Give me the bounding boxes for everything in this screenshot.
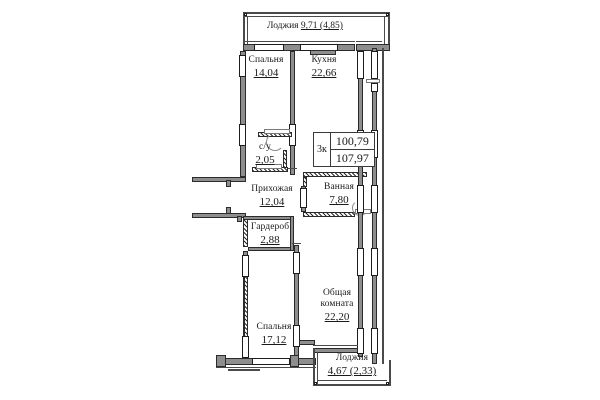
- wc-door-swing-arc: [266, 133, 284, 151]
- left-stub-node-lower-2: [237, 216, 242, 222]
- bedroom-1-label: Спальня 14,04: [240, 55, 292, 80]
- window-bedroom2-upper: [241, 255, 249, 277]
- apartment-area-with-loggia: 107,97: [335, 151, 369, 166]
- window-right-inner-1: [356, 51, 364, 79]
- living-room-name-line2: комната: [320, 299, 354, 310]
- loggia-top-outer-wall-inner: [243, 16, 390, 17]
- door-opening-bedroom2: [292, 325, 300, 347]
- wc-label: с/у 2,05: [248, 142, 282, 167]
- loggia-bottom-left-wall-inner: [317, 352, 318, 384]
- window-right-outer-4: [370, 248, 378, 276]
- right-exterior-wall-outer-edge: [382, 48, 384, 364]
- left-exterior-wall-upper: [240, 51, 246, 177]
- window-bedroom2-lower: [241, 336, 249, 358]
- left-stub-wall-upper: [192, 177, 246, 182]
- window-right-inner-4: [356, 248, 364, 276]
- bathroom-bottom-partition: [303, 212, 355, 217]
- window-right-outer-1b: [370, 83, 378, 92]
- loggia-top-left-wall: [243, 12, 245, 48]
- bathroom-label: Ванная 7,80: [313, 182, 365, 207]
- right-wall-door-leaf: [366, 79, 380, 83]
- apartment-areas: 100,79 107,97: [330, 133, 374, 166]
- window-bedroom1-left: [238, 55, 246, 77]
- door-opening-living-room: [292, 252, 300, 274]
- door-opening-bathroom: [299, 188, 307, 208]
- bedroom-2-area: 17,12: [261, 334, 287, 347]
- apartment-info-box: 3к 100,79 107,97: [313, 132, 375, 168]
- loggia-top-name: Лоджия: [267, 21, 299, 31]
- partition-bedroom1-kitchen-tick: [288, 168, 297, 169]
- bathroom-top-partition: [303, 172, 367, 177]
- kitchen-area: 22,66: [311, 67, 337, 80]
- kitchen-name: Кухня: [311, 55, 337, 65]
- wc-right-partition: [283, 150, 287, 168]
- loggia-top-label: Лоджия 9,71 (4,85): [267, 21, 343, 31]
- hallway-name: Прихожая: [251, 184, 293, 194]
- wc-area: 2,05: [255, 154, 275, 167]
- hallway-area: 12,04: [259, 196, 285, 209]
- door-opening-wc-corridor: [238, 124, 246, 146]
- left-stub-wall-lower: [192, 213, 246, 218]
- apartment-area-total: 100,79: [330, 133, 374, 151]
- loggia-top-right-wall: [388, 12, 390, 48]
- loggia-bottom-label: Лоджия 4,67 (2,33): [318, 353, 386, 378]
- loggia-bottom-outer-wall-inner: [317, 380, 387, 381]
- top-facade-wall: [243, 44, 355, 51]
- loggia-bottom-right-wall: [389, 360, 391, 385]
- loggia-top-right-wall-inner: [384, 16, 385, 46]
- bathroom-name: Ванная: [324, 182, 354, 192]
- apartment-rooms-count: 3к: [314, 133, 331, 167]
- wardrobe-bottom-wall: [248, 247, 294, 251]
- loggia-bottom-corner-node-right: [385, 382, 389, 385]
- loggia-top-corner-node-left: [244, 13, 247, 16]
- wardrobe-label: Гардероб 2,88: [247, 222, 293, 247]
- bottom-facade-hairline: [216, 367, 316, 368]
- loggia-top-left-wall-inner: [247, 16, 248, 46]
- loggia-top-area: 9,71 (4,85): [300, 21, 343, 31]
- left-stub-node-lower: [226, 207, 231, 214]
- wc-name: с/у: [259, 142, 271, 152]
- loggia-bottom-name: Лоджия: [335, 353, 369, 363]
- wc-door-leaf-bottom: [256, 164, 282, 169]
- loggia-bottom-connector-wall: [299, 340, 315, 345]
- loggia-top-outer-wall: [243, 12, 390, 14]
- center-wall-tick-upper: [292, 243, 301, 244]
- bottom-right-pier: [290, 355, 299, 367]
- living-room-area: 22,20: [324, 311, 350, 324]
- bedroom-2-name: Спальня: [256, 322, 292, 332]
- wardrobe-name: Гардероб: [250, 222, 290, 232]
- top-facade-window-bedroom1: [254, 44, 284, 51]
- loggia-bottom-outer-wall: [313, 384, 391, 386]
- window-right-inner-3: [356, 185, 364, 213]
- top-facade-hairline: [243, 41, 355, 42]
- bottom-sill-line: [228, 369, 260, 371]
- partition-bedroom1-kitchen: [290, 51, 295, 175]
- bedroom-1-name: Спальня: [248, 55, 284, 65]
- bedroom-2-label: Спальня 17,12: [248, 322, 300, 347]
- loggia-bottom-area: 4,67 (2,33): [327, 365, 377, 378]
- kitchen-label: Кухня 22,66: [296, 55, 352, 80]
- window-right-outer-3: [370, 185, 378, 213]
- top-facade-right-hairline: [356, 41, 382, 42]
- loggia-bottom-left-wall: [313, 348, 315, 386]
- hallway-label: Прихожая 12,04: [243, 184, 301, 209]
- bottom-facade-window: [252, 358, 290, 365]
- loggia-bottom-corner-node-left: [314, 382, 317, 385]
- window-right-outer-5: [370, 328, 378, 354]
- loggia-top-corner-node-right: [385, 13, 389, 16]
- bathroom-area: 7,80: [329, 194, 349, 207]
- bedroom-1-area: 14,04: [253, 67, 279, 80]
- left-stub-node-upper: [226, 180, 231, 187]
- wardrobe-top-wall: [243, 216, 293, 220]
- living-room-label: Общая комната 22,20: [305, 288, 369, 324]
- top-facade-balcony-door: [310, 50, 336, 55]
- window-right-outer-1: [370, 51, 378, 79]
- wardrobe-area: 2,88: [260, 234, 280, 247]
- loggia-bottom-top-hairline: [313, 345, 358, 346]
- living-room-name-line1: Общая: [322, 288, 352, 298]
- window-right-inner-5: [356, 328, 364, 354]
- bottom-left-pier: [216, 355, 226, 367]
- wardrobe-right-wall: [290, 216, 294, 251]
